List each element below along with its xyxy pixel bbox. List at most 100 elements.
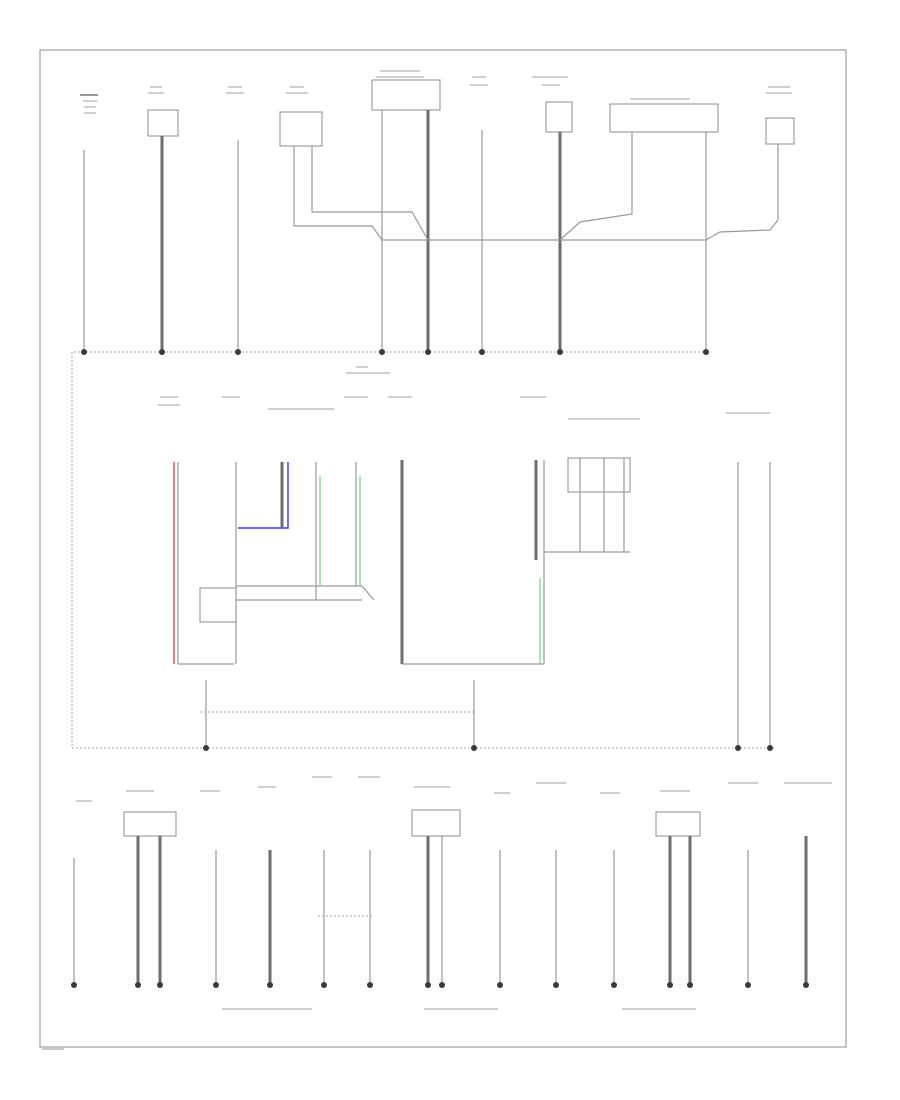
header-mark (414, 786, 450, 788)
middle-section (71, 352, 776, 751)
header-mark (76, 800, 92, 802)
header-mark (472, 76, 486, 78)
header-mark (200, 790, 220, 792)
header-mark (222, 396, 240, 398)
component-box (411, 809, 461, 837)
header-mark (766, 92, 792, 94)
ground-node (553, 982, 559, 988)
header-mark (388, 396, 412, 398)
header-mark (268, 408, 334, 410)
header-mark (630, 98, 690, 100)
header-mark (542, 84, 560, 86)
middle-ground-nodes (203, 745, 773, 751)
ground-node (479, 349, 485, 355)
component-box (765, 117, 795, 145)
header-mark (470, 84, 488, 86)
component-box (655, 811, 701, 837)
ground-node (157, 982, 163, 988)
header-mark (600, 792, 620, 794)
header-mark (344, 396, 368, 398)
header-mark (84, 106, 96, 108)
ground-node (667, 982, 673, 988)
header-mark (494, 792, 510, 794)
header-mark (768, 86, 790, 88)
top-ground-nodes (81, 349, 709, 355)
ground-node (439, 982, 445, 988)
header-mark (660, 790, 690, 792)
header-mark (158, 404, 180, 406)
ground-node (81, 349, 87, 355)
component-box (279, 111, 323, 147)
ground-node (611, 982, 617, 988)
header-mark (148, 92, 164, 94)
component-box (199, 587, 237, 623)
component-box (567, 457, 631, 493)
wire (559, 200, 633, 241)
header-mark (84, 112, 96, 114)
component-box (545, 101, 573, 133)
ground-node (203, 745, 209, 751)
wire (705, 219, 779, 241)
header-mark (520, 396, 546, 398)
ground-node (267, 982, 273, 988)
ground-node (557, 349, 563, 355)
ground-node (735, 745, 741, 751)
ground-node (71, 982, 77, 988)
header-mark (358, 776, 380, 778)
ground-label-mark (346, 372, 390, 374)
header-mark (376, 76, 424, 78)
ground-node (235, 349, 241, 355)
header-mark (726, 412, 770, 414)
ground-label-mark (222, 1008, 312, 1010)
component-box (147, 109, 179, 137)
ground-node (379, 349, 385, 355)
header-mark (80, 94, 98, 96)
component-box (371, 79, 441, 111)
ground-node (803, 982, 809, 988)
ground-node (745, 982, 751, 988)
diagram-frame (39, 49, 847, 1048)
header-mark (728, 782, 758, 784)
ground-node (159, 349, 165, 355)
ground-node (471, 745, 477, 751)
top-section (74, 70, 795, 374)
top-headers (80, 70, 792, 114)
bottom-ground-nodes (71, 982, 809, 988)
footer-code-mark (42, 1048, 64, 1050)
header-mark (380, 70, 420, 72)
ground-label-mark (424, 1008, 498, 1010)
ground-node (425, 982, 431, 988)
ground-node (135, 982, 141, 988)
wire (311, 146, 429, 241)
wire (361, 585, 375, 601)
ground-label-mark (356, 366, 368, 368)
header-mark (228, 86, 242, 88)
header-mark (532, 76, 568, 78)
header-mark (160, 396, 178, 398)
ground-node (687, 982, 693, 988)
component-box (123, 811, 177, 837)
header-mark (83, 100, 97, 102)
header-mark (226, 92, 244, 94)
header-mark (290, 86, 304, 88)
component-box (609, 103, 719, 133)
ground-node (425, 349, 431, 355)
ground-node (213, 982, 219, 988)
ground-node (367, 982, 373, 988)
ground-node (497, 982, 503, 988)
header-mark (286, 92, 308, 94)
ground-node (767, 745, 773, 751)
blue-wire (238, 462, 289, 529)
header-mark (150, 86, 162, 88)
ground-node (703, 349, 709, 355)
header-mark (536, 782, 566, 784)
header-mark (312, 776, 332, 778)
header-mark (126, 790, 154, 792)
bottom-section (71, 776, 832, 1010)
ground-label-mark (622, 1008, 696, 1010)
wire (293, 146, 383, 241)
header-mark (784, 782, 832, 784)
ground-node (321, 982, 327, 988)
header-mark (258, 786, 276, 788)
